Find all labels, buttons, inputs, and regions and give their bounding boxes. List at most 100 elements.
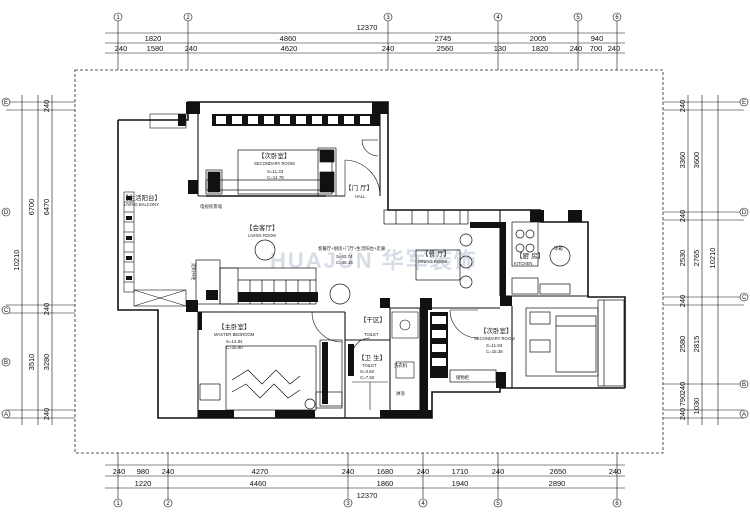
- label-shower: 淋浴: [396, 390, 405, 397]
- dim-right-inner-4: 2530: [678, 250, 687, 267]
- left-axis-bubbles: [1, 97, 11, 419]
- dim-right-total: 10210: [708, 248, 717, 269]
- dim-right-outer-c: 2815: [692, 336, 701, 353]
- room-label-toilet: 【卫 生】: [358, 353, 386, 362]
- right-axis-bubbles: [739, 97, 749, 419]
- top-dimension-lines: [105, 18, 625, 70]
- dim-left-outer-a: 6700: [27, 199, 36, 216]
- label-storage: 储物柜: [456, 374, 470, 381]
- axis-bottom-4: 4: [421, 501, 425, 507]
- axis-top-2: 2: [186, 15, 190, 21]
- dim-right-inner-7: 240: [678, 382, 687, 395]
- axis-bottom-3: 3: [346, 501, 350, 507]
- dim-top-row2-2: 1580: [147, 44, 164, 53]
- room-label-toilet-top: 【干区】: [360, 316, 386, 324]
- room-en-secondary-bottom: SECONDARY ROOM: [474, 336, 515, 341]
- left-dimension-lines: [6, 95, 75, 425]
- room-en-living-balcony: LIVING BALCONY: [124, 202, 159, 207]
- dim-top-total: 12370: [357, 23, 378, 32]
- dim-bottom-total: 12370: [357, 491, 378, 500]
- dim-bottom-row1-4: 4270: [252, 467, 269, 476]
- dim-left-inner-5: 240: [42, 408, 51, 421]
- room-label-secondary-bottom: 【次卧室】: [480, 326, 513, 335]
- axis-right-A: A: [742, 412, 746, 418]
- room-label-living-balcony: 【生活阳台】: [122, 193, 161, 202]
- room-label-hall: 【门 厅】: [345, 183, 373, 192]
- dim-top-row2-10: 700: [590, 44, 603, 53]
- dim-left-outer-b: 3510: [27, 354, 36, 371]
- axis-left-D: D: [4, 210, 9, 216]
- axis-right-C: C: [742, 295, 747, 301]
- dim-bottom-row2-a: 1220: [135, 479, 152, 488]
- room-label-secondary-top: 【次卧室】: [258, 151, 291, 160]
- toilet-dark: [348, 310, 428, 410]
- axis-left-B: B: [4, 360, 8, 366]
- solid-wall-blocks: [186, 102, 582, 418]
- dim-right-inner-3: 240: [678, 210, 687, 223]
- dim-right-outer-d: 1030: [692, 398, 701, 415]
- room-en-kitchen: KITCHEN: [514, 261, 532, 266]
- dim-top-row1-b: 4860: [280, 34, 297, 43]
- dim-right-inner-2: 3360: [678, 152, 687, 169]
- axis-right-D: D: [742, 210, 747, 216]
- room-en-secondary-top: SECONDARY ROOM: [254, 161, 295, 166]
- master-bed: [199, 339, 343, 411]
- toilet-fixtures: [351, 311, 419, 410]
- combined-area-s: S=43.74: [336, 254, 353, 259]
- dim-bottom-row2-d: 1940: [452, 479, 469, 488]
- room-area-toilet: S=3.60: [360, 369, 375, 374]
- label-fridge: 冰箱: [554, 245, 563, 252]
- dim-bottom-row1-9: 240: [492, 467, 505, 476]
- dim-top-row2-9: 240: [570, 44, 583, 53]
- dim-bottom-row1-10: 2650: [550, 467, 567, 476]
- dim-bottom-row2-b: 4460: [250, 479, 267, 488]
- right-dimension-lines: [663, 95, 744, 425]
- room-label-kitchen: 【厨 房】: [516, 251, 544, 260]
- balcony-cabinets: [123, 113, 187, 307]
- room-en-living: LIVING ROOM: [248, 233, 276, 238]
- dim-top-row2-11: 240: [608, 44, 621, 53]
- dim-top-row2-5: 240: [382, 44, 395, 53]
- combined-area-note: 客餐厅+厨房+门厅+生活阳台+走廊: [318, 245, 386, 252]
- dim-top-row2-7: 130: [494, 44, 507, 53]
- dim-top-row2-1: 240: [115, 44, 128, 53]
- dim-bottom-row1-5: 240: [342, 467, 355, 476]
- dim-bottom-row1-1: 240: [113, 467, 126, 476]
- drawing-frame: [74, 69, 664, 454]
- bottom-room-door: [449, 309, 479, 339]
- axis-bottom-1: 1: [116, 501, 120, 507]
- dim-top-row2-4: 4620: [281, 44, 298, 53]
- room-en-hall: HALL: [355, 194, 366, 199]
- room-en-toilet: TOILET: [362, 363, 377, 368]
- axis-top-4: 4: [496, 15, 500, 21]
- dim-bottom-row1-2: 980: [137, 467, 150, 476]
- axis-top-1: 1: [116, 15, 120, 21]
- balcony-hatch: [126, 114, 186, 280]
- room-label-master: 【主卧室】: [218, 322, 251, 331]
- axis-bottom-6: 6: [615, 501, 619, 507]
- label-custom-cabinet: 定制书柜: [190, 263, 197, 281]
- kitchen-dark: [470, 222, 506, 296]
- combined-area-c: C=46.16: [336, 260, 353, 265]
- bottom-dimension-lines: [105, 453, 625, 505]
- axis-left-C: C: [4, 308, 9, 314]
- dim-right-inner-8: 790: [678, 394, 687, 407]
- room-label-living: 【会客厅】: [246, 223, 279, 232]
- dim-bottom-row1-6: 1680: [377, 467, 394, 476]
- dim-bottom-row1-3: 240: [162, 467, 175, 476]
- label-washer: 洗衣机: [394, 362, 408, 369]
- dim-bottom-row2-e: 2890: [549, 479, 566, 488]
- dim-top-row1-c: 2745: [435, 34, 452, 43]
- dining-counter: [383, 209, 571, 295]
- dim-top-row2-6: 2560: [437, 44, 454, 53]
- dim-left-total: 10210: [12, 250, 21, 271]
- dim-right-outer-a: 3600: [692, 152, 701, 169]
- room-en-toilet-top: TOILET: [364, 332, 379, 337]
- room-en-master: MASTER BEDROOM: [214, 332, 255, 337]
- room-perimeter-secondary-top: C=14.78: [267, 175, 284, 180]
- axis-right-E: E: [742, 100, 746, 106]
- watermark: HUAJUN 华军装饰: [270, 248, 478, 273]
- axis-top-3: 3: [386, 15, 390, 21]
